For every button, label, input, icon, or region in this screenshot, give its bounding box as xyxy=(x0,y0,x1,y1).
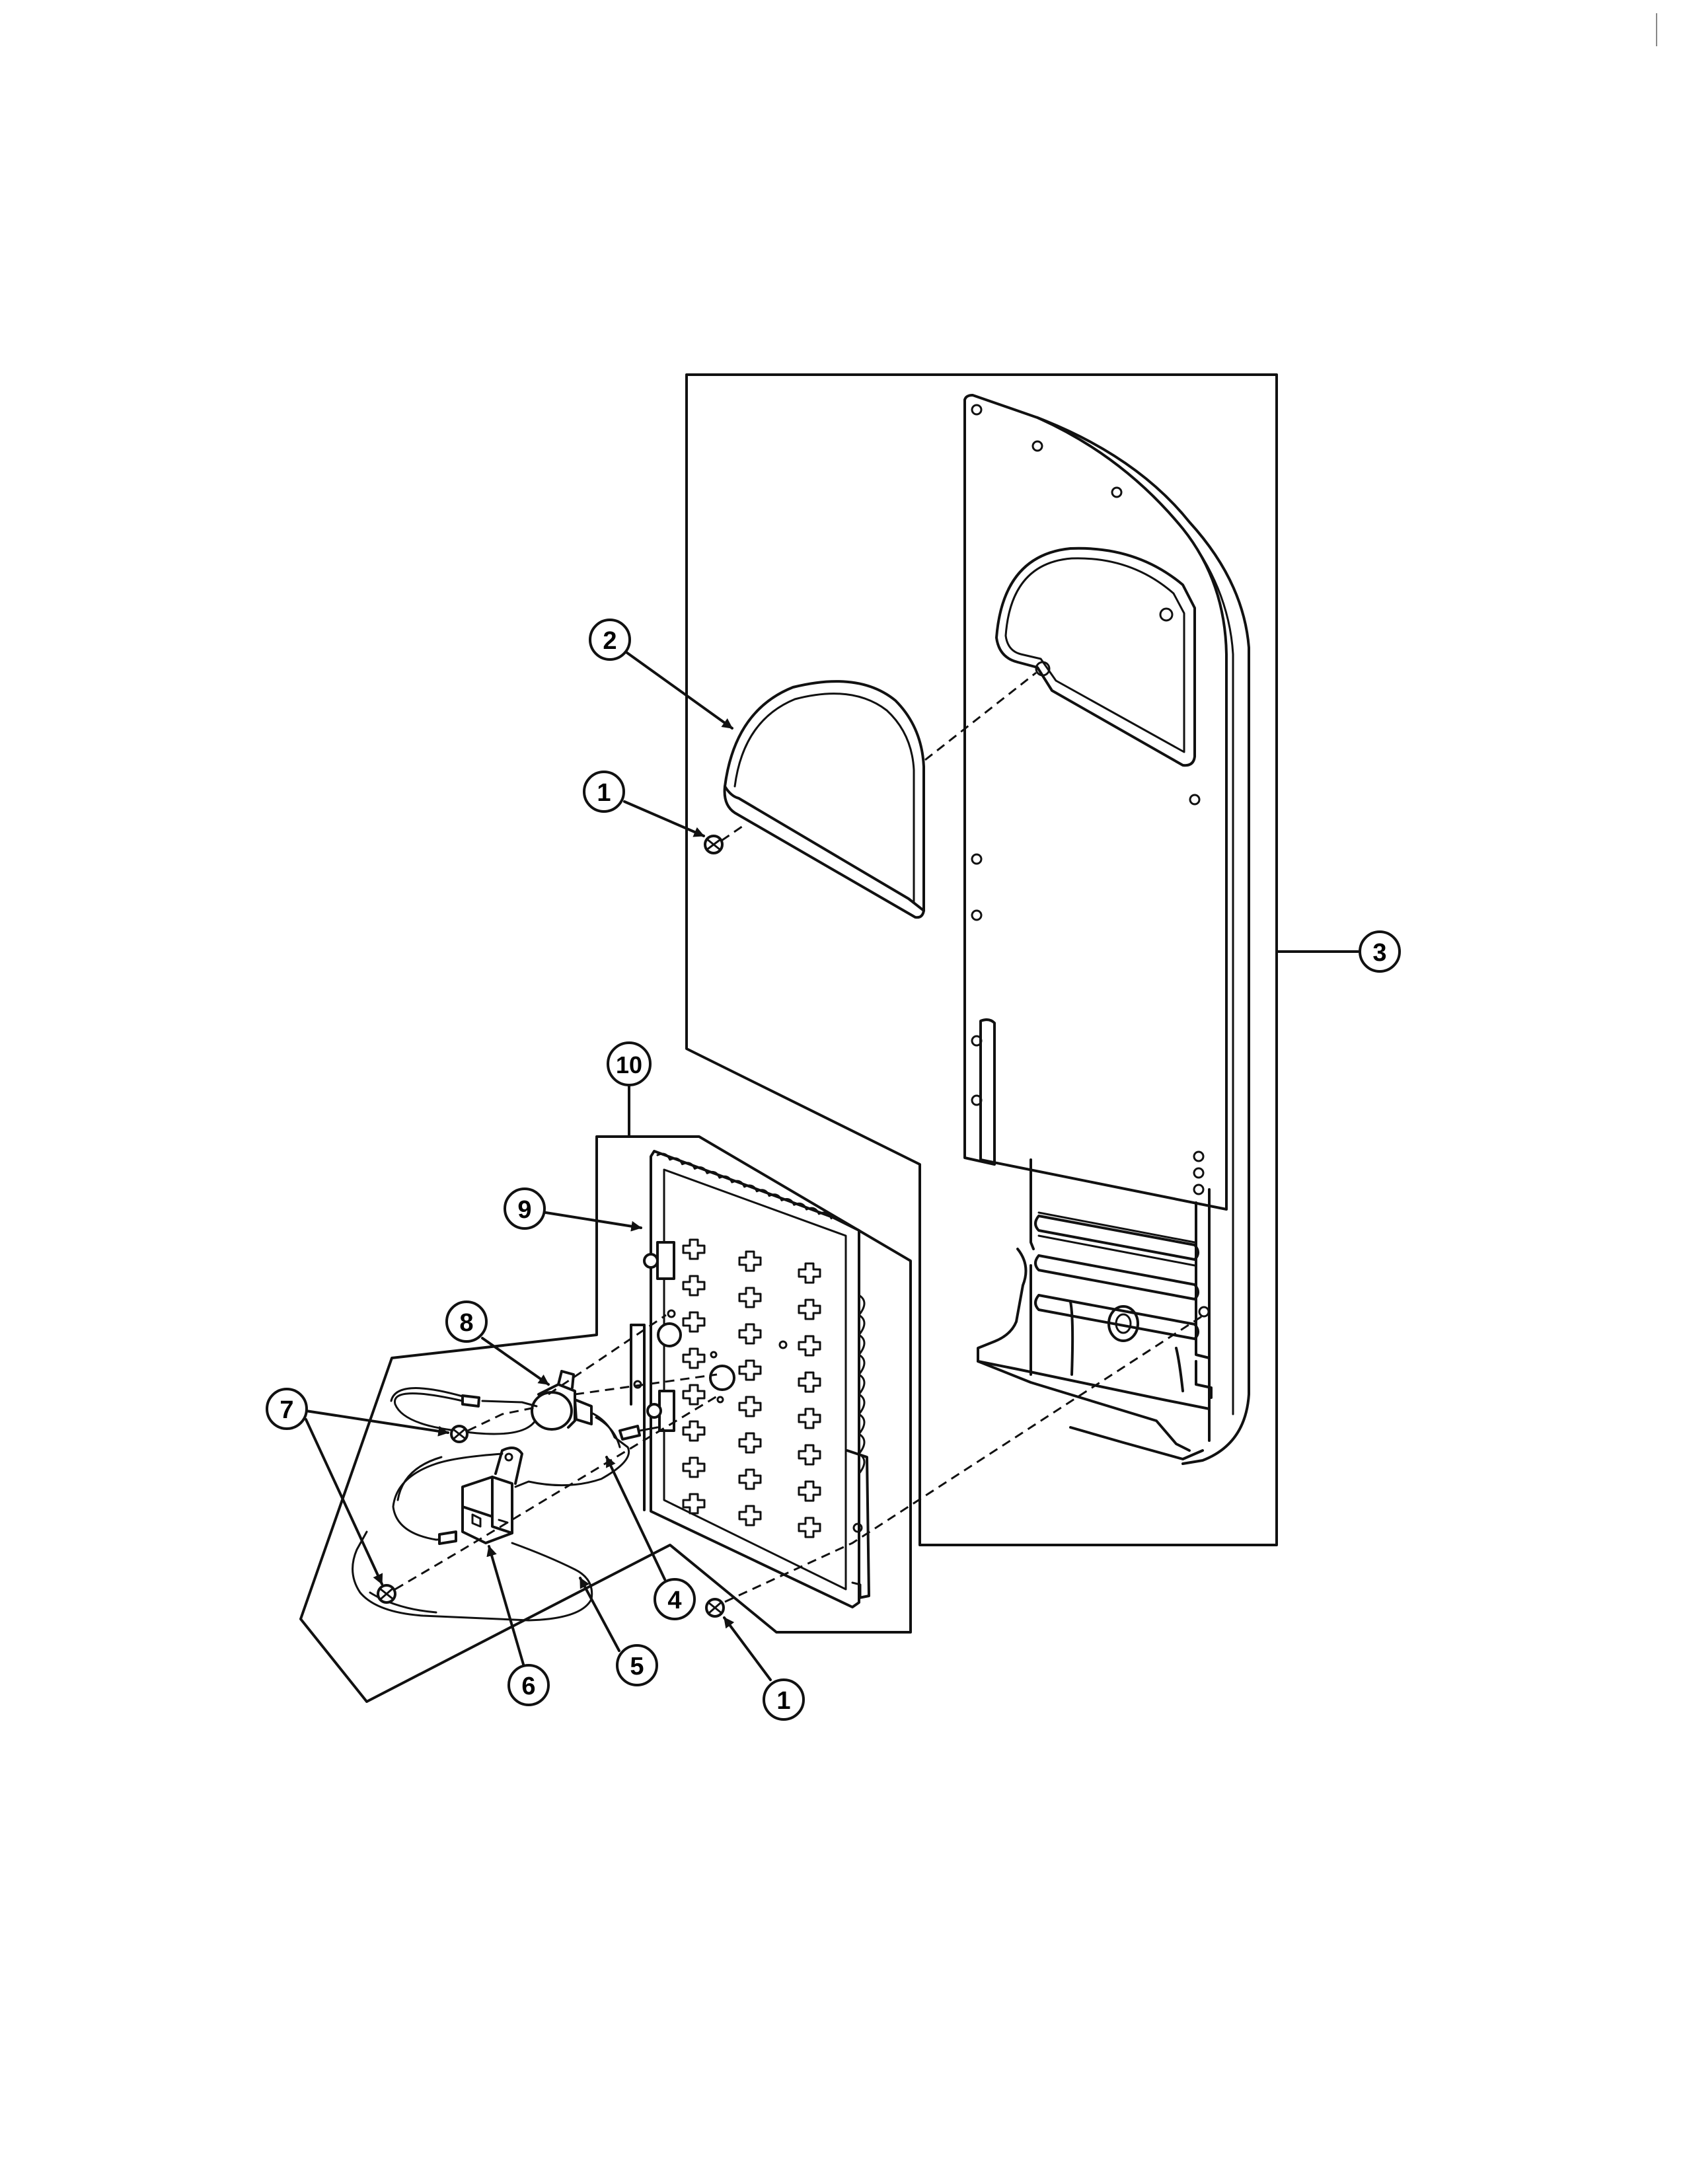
callout-bubbles: 2 1 3 10 9 8 7 4 xyxy=(266,619,1401,1721)
leader-4 xyxy=(605,1456,666,1581)
leader-2 xyxy=(623,650,733,730)
svg-text:10: 10 xyxy=(616,1051,642,1078)
element-clip xyxy=(798,1444,821,1466)
callout-8: 8 xyxy=(445,1300,488,1343)
wire-harness xyxy=(352,1387,659,1622)
element-clip xyxy=(738,1250,762,1272)
duct-panel xyxy=(963,394,1250,1465)
element-clip xyxy=(738,1432,762,1454)
callout-4: 4 xyxy=(654,1578,696,1620)
callout-7: 7 xyxy=(266,1388,308,1430)
element-clips xyxy=(682,1238,821,1538)
svg-text:9: 9 xyxy=(517,1196,531,1224)
element-clip xyxy=(798,1371,821,1393)
svg-text:7: 7 xyxy=(280,1396,293,1424)
assembly-box-3 xyxy=(685,373,1278,1546)
leader-6 xyxy=(486,1545,525,1668)
svg-text:1: 1 xyxy=(776,1687,790,1715)
element-clip xyxy=(798,1262,821,1284)
svg-text:8: 8 xyxy=(459,1309,473,1337)
lint-screen-grille xyxy=(723,680,925,919)
callout-3: 3 xyxy=(1359,930,1401,973)
element-clip xyxy=(682,1275,706,1297)
element-clip xyxy=(798,1299,821,1320)
leader-lines xyxy=(305,650,1359,1681)
screw-bottom xyxy=(705,1598,725,1618)
leader-8 xyxy=(481,1337,550,1386)
callout-2: 2 xyxy=(589,619,631,661)
element-clip xyxy=(738,1287,762,1308)
element-clip xyxy=(682,1420,706,1442)
leader-1-top xyxy=(623,800,705,837)
element-clip xyxy=(682,1347,706,1369)
callout-1-top: 1 xyxy=(583,771,625,813)
element-clip xyxy=(682,1493,706,1515)
hi-limit-thermostat xyxy=(461,1447,523,1544)
callout-1-bottom: 1 xyxy=(763,1678,805,1721)
element-clip xyxy=(798,1335,821,1357)
callout-6: 6 xyxy=(507,1664,550,1706)
element-clip xyxy=(682,1456,706,1478)
assembly-box-10 xyxy=(299,1135,912,1703)
svg-text:1: 1 xyxy=(597,779,611,807)
callout-10: 10 xyxy=(607,1041,652,1086)
leader-7b xyxy=(305,1418,383,1585)
leader-5 xyxy=(579,1577,620,1652)
leader-7a xyxy=(305,1410,449,1437)
svg-text:3: 3 xyxy=(1372,939,1386,967)
element-clip xyxy=(682,1311,706,1333)
element-clip xyxy=(738,1505,762,1526)
element-clip xyxy=(738,1468,762,1490)
element-clip xyxy=(798,1408,821,1429)
svg-text:2: 2 xyxy=(603,627,617,655)
element-clip xyxy=(798,1517,821,1538)
leader-9 xyxy=(544,1211,642,1232)
leader-1-bottom xyxy=(723,1616,772,1681)
element-clip xyxy=(738,1359,762,1381)
element-clip xyxy=(682,1384,706,1406)
callout-5: 5 xyxy=(616,1644,658,1686)
screw-7-upper xyxy=(450,1425,468,1443)
screw-top xyxy=(704,835,724,854)
element-clip xyxy=(682,1238,706,1260)
svg-text:5: 5 xyxy=(630,1653,644,1680)
element-clip xyxy=(738,1323,762,1345)
svg-text:6: 6 xyxy=(521,1673,535,1700)
element-clip xyxy=(798,1480,821,1502)
callout-9: 9 xyxy=(504,1187,546,1230)
element-clip xyxy=(738,1396,762,1417)
screw-7-lower xyxy=(377,1584,396,1604)
svg-text:4: 4 xyxy=(667,1587,681,1614)
